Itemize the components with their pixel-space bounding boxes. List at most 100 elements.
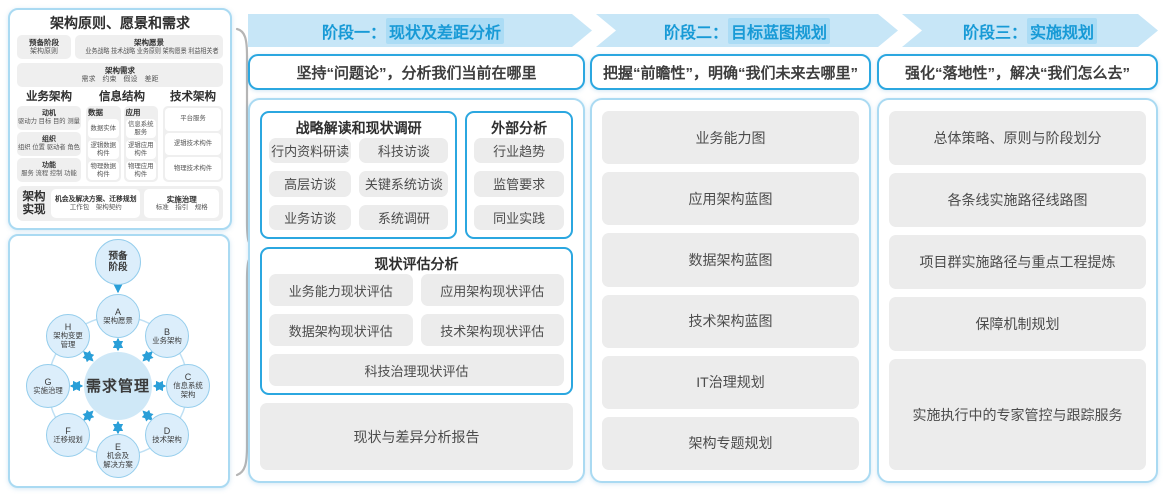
application-item: 信息系统服务 — [125, 119, 156, 138]
opportunities-migration-box: 机会及解决方案、迁移规划 工作包 架构契约 — [51, 189, 141, 218]
adm-node-label: 架构变更 管理 — [53, 331, 83, 349]
implementation-governance-sub: 标准 指引 规格 — [155, 203, 208, 211]
phase2-subtitle: 把握“前瞻性”，明确“我们未来去哪里” — [590, 54, 871, 90]
adm-node-letter: C — [184, 372, 192, 383]
adm-node-c: C 信息系统 架构 — [166, 364, 210, 408]
phase2-item: IT治理规划 — [602, 355, 859, 409]
application-column-title: 应用 — [125, 108, 141, 117]
technology-item: 平台服务 — [165, 108, 221, 131]
organization-box: 组织 组织 位置 驱动者 角色 — [17, 132, 81, 156]
data-item: 物理数据构件 — [88, 161, 119, 180]
adm-node-letter: D — [163, 425, 171, 436]
assessment-item: 技术架构现状评估 — [420, 314, 564, 346]
assessment-item: 科技治理现状评估 — [269, 354, 564, 386]
adm-node-g: G 实施治理 — [26, 364, 70, 408]
phase3-item: 总体策略、原则与阶段划分 — [889, 111, 1146, 166]
technology-architecture-header: 技术架构 — [170, 91, 216, 103]
application-item: 物理应用构件 — [125, 161, 156, 180]
architecture-vision-box: 架构愿景 业务战略 技术战略 业务原则 架构愿景 利益相关者 — [75, 35, 223, 59]
data-item: 数据实体 — [88, 119, 119, 138]
phase3-column: 总体策略、原则与阶段划分 各条线实施路径线路图 项目群实施路径与重点工程提炼 保… — [877, 98, 1158, 483]
application-column: 应用 信息系统服务 逻辑应用构件 物理应用构件 — [123, 106, 158, 182]
assessment-item: 数据架构现状评估 — [269, 314, 413, 346]
opportunities-migration-sub: 工作包 架构契约 — [69, 203, 122, 211]
assessment-item: 业务能力现状评估 — [269, 274, 413, 306]
motivation-sub: 驱动力 目标 目的 测量 — [18, 118, 80, 126]
adm-node-d: D 技术架构 — [145, 413, 189, 457]
data-column-title: 数据 — [88, 108, 103, 117]
external-item: 监管要求 — [474, 171, 564, 197]
strategy-item: 高层访谈 — [269, 171, 352, 197]
phase3-ribbon: 阶段三：实施规划 — [902, 14, 1158, 47]
organization-title: 组织 — [42, 135, 56, 143]
phase2-ribbon-prefix: 阶段二： — [663, 24, 728, 42]
gap-analysis-report-box: 现状与差异分析报告 — [260, 403, 573, 470]
phase3-item: 实施执行中的专家管控与跟踪服务 — [889, 359, 1146, 470]
adm-node-letter: G — [44, 376, 52, 387]
opportunities-migration-title: 机会及解决方案、迁移规划 — [54, 195, 137, 203]
adm-node-letter: E — [114, 442, 121, 453]
adm-node-h: H 架构变更 管理 — [46, 314, 90, 358]
phase3-ribbon-highlight: 实施规划 — [1027, 18, 1097, 44]
phase3-subtitle: 强化“落地性”，解决“我们怎么去” — [877, 54, 1158, 90]
principles-row-1: 预备阶段 架构原则 架构愿景 业务战略 技术战略 业务原则 架构愿景 利益相关者 — [17, 35, 223, 59]
application-item: 逻辑应用构件 — [125, 140, 156, 159]
implementation-governance-box: 实施治理 标准 指引 规格 — [144, 189, 219, 218]
technology-architecture-section: 技术架构 平台服务 逻辑技术构件 物理技术构件 — [163, 91, 223, 182]
principles-panel-title: 架构原则、愿景和需求 — [50, 15, 190, 31]
prep-phase-box: 预备阶段 架构原则 — [17, 35, 71, 59]
motivation-title: 动机 — [42, 109, 56, 117]
architecture-vision-title: 架构愿景 — [134, 37, 164, 47]
technology-item: 逻辑技术构件 — [165, 132, 221, 156]
adm-node-a: A 架构愿景 — [96, 294, 140, 338]
phase2-item: 架构专题规划 — [602, 416, 859, 471]
organization-sub: 组织 位置 驱动者 角色 — [18, 144, 80, 152]
phase2-item: 技术架构蓝图 — [602, 294, 859, 348]
current-state-assessment-title: 现状评估分析 — [374, 256, 459, 272]
architecture-vision-sub: 业务战略 技术战略 业务原则 架构愿景 利益相关者 — [85, 48, 219, 56]
adm-node-label: 业务架构 — [152, 335, 182, 345]
motivation-box: 动机 驱动力 目标 目的 测量 — [17, 106, 81, 130]
information-structure-header: 信息结构 — [99, 91, 145, 103]
strategy-item: 关键系统访谈 — [359, 171, 449, 197]
adm-node-letter: H — [64, 322, 72, 333]
phase1-ribbon-prefix: 阶段一： — [321, 24, 386, 42]
adm-center-circle: 需求管理 — [84, 352, 152, 420]
external-item: 行业趋势 — [474, 138, 564, 164]
phase2-ribbon-highlight: 目标蓝图规划 — [728, 18, 830, 44]
strategy-item: 行内资料研读 — [269, 138, 352, 164]
assessment-item: 应用架构现状评估 — [420, 274, 564, 306]
architecture-requirements-sub: 需求 约束 假设 差距 — [81, 76, 159, 84]
strategy-item: 科技访谈 — [359, 138, 449, 164]
phase1-subtitle: 坚持“问题论”，分析我们当前在哪里 — [248, 54, 585, 90]
phase1-ribbon: 阶段一：现状及差距分析 — [248, 14, 592, 47]
adm-node-label: 信息系统 架构 — [173, 381, 203, 399]
phase2-item: 业务能力图 — [602, 111, 859, 165]
adm-node-label: 技术架构 — [152, 434, 182, 444]
implementation-governance-title: 实施治理 — [166, 194, 197, 204]
phase3-ribbon-prefix: 阶段三： — [962, 24, 1027, 42]
adm-node-letter: A — [114, 306, 121, 317]
architecture-implementation-label: 架构实现 — [22, 190, 46, 216]
adm-node-b: B 业务架构 — [145, 314, 189, 358]
architecture-requirements-title: 架构需求 — [105, 65, 135, 75]
adm-node-letter: F — [65, 425, 71, 436]
external-analysis-group: 外部分析 行业趋势 监管要求 同业实践 — [465, 111, 573, 239]
phase2-ribbon: 阶段二：目标蓝图规划 — [596, 14, 898, 47]
business-architecture-section: 业务架构 动机 驱动力 目标 目的 测量 组织 组织 位置 驱动者 角色 功能 … — [17, 91, 81, 182]
adm-prep-phase-label: 预备 阶段 — [108, 251, 128, 273]
technology-item: 物理技术构件 — [165, 157, 221, 181]
external-item: 同业实践 — [474, 204, 564, 230]
strategy-research-group: 战略解读和现状调研 行内资料研读 科技访谈 高层访谈 关键系统访谈 业务访谈 系… — [260, 111, 458, 239]
function-title: 功能 — [42, 161, 56, 169]
prep-phase-title: 预备阶段 — [29, 37, 59, 47]
function-box: 功能 服务 流程 控制 功能 — [17, 158, 81, 182]
phase3-item: 各条线实施路径线路图 — [889, 173, 1146, 228]
strategy-research-title: 战略解读和现状调研 — [295, 120, 422, 136]
information-structure-section: 信息结构 数据 数据实体 逻辑数据构件 物理数据构件 应用 信息系统服务 逻辑应… — [86, 91, 158, 182]
phase2-item: 数据架构蓝图 — [602, 233, 859, 287]
technology-column: 平台服务 逻辑技术构件 物理技术构件 — [163, 106, 223, 182]
adm-node-f: F 迁移规划 — [46, 413, 90, 457]
phase1-column: 战略解读和现状调研 行内资料研读 科技访谈 高层访谈 关键系统访谈 业务访谈 系… — [248, 98, 585, 483]
